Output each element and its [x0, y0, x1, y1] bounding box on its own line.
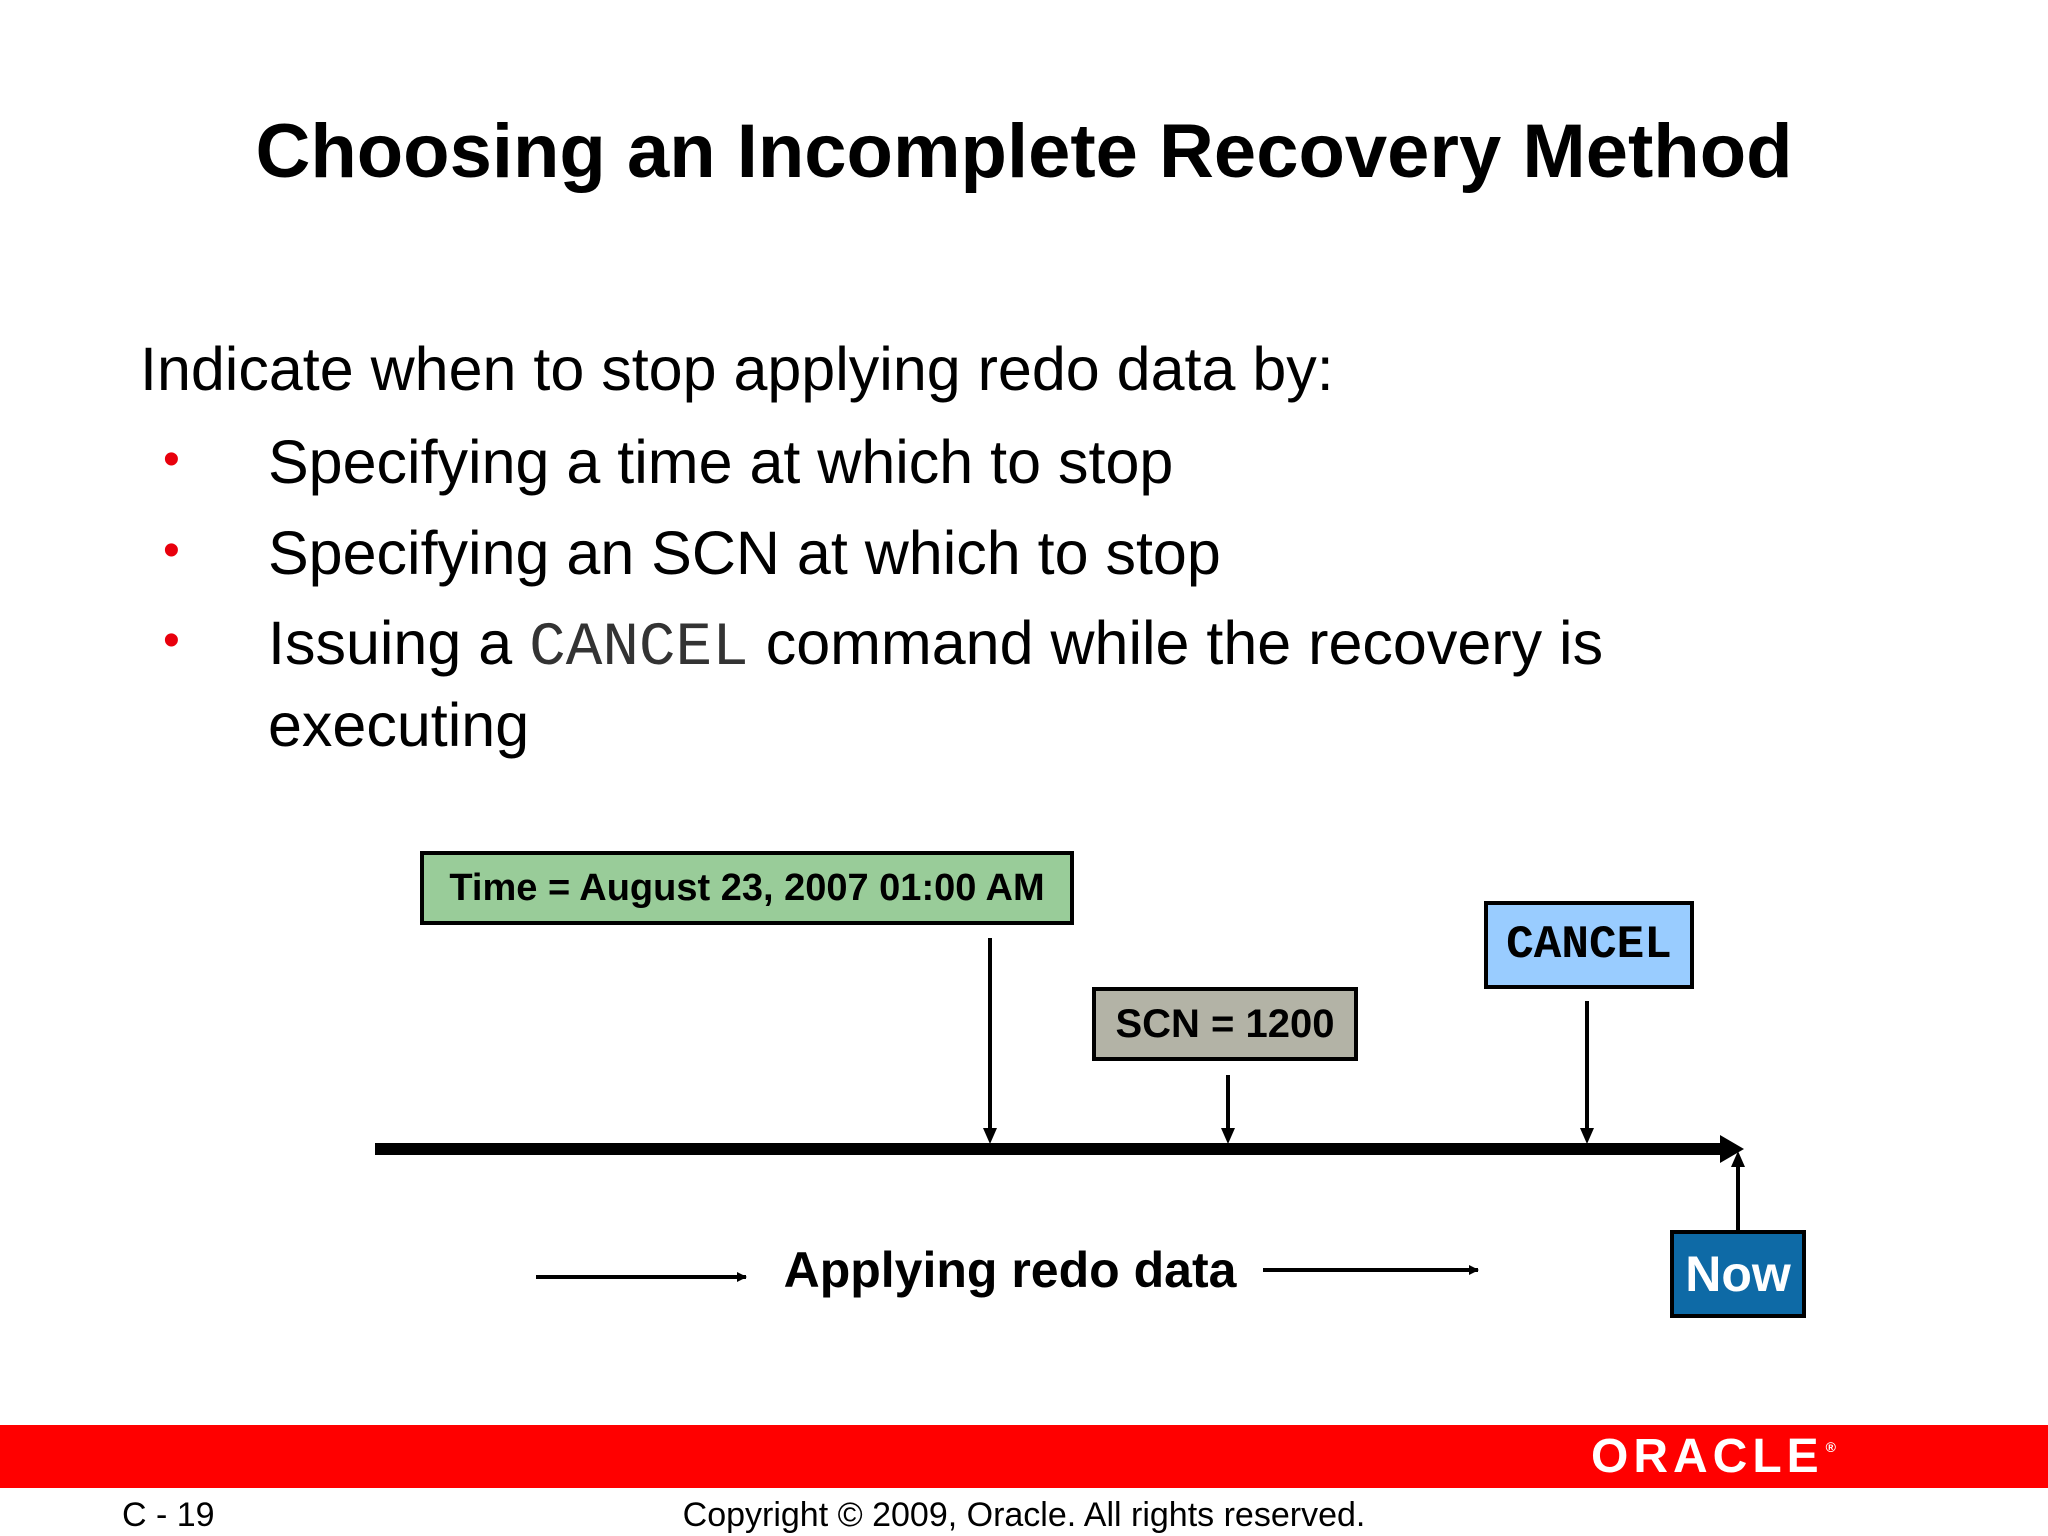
applying-redo-label: Applying redo data — [783, 1242, 1237, 1298]
cancel-label-box: CANCEL — [1484, 901, 1694, 989]
scn-label-box: SCN = 1200 — [1092, 987, 1358, 1061]
oracle-logo-text: ORACLE — [1591, 1430, 1824, 1483]
cancel-code: CANCEL — [529, 614, 749, 683]
bullet-text: Specifying a time at which to stop — [268, 428, 1174, 496]
timeline-arrowhead — [1720, 1135, 1744, 1163]
page-number: C - 19 — [122, 1496, 215, 1534]
bullet-text-before: Issuing a — [268, 609, 530, 677]
bullet-text: Specifying an SCN at which to stop — [268, 519, 1221, 587]
oracle-logo: ORACLE® — [1591, 1427, 1836, 1486]
bullet-dot-icon: • — [163, 433, 180, 486]
bullet-text: Issuing a CANCEL command while the recov… — [268, 605, 1688, 763]
copyright-notice: Copyright © 2009, Oracle. All rights res… — [682, 1496, 1366, 1534]
registered-mark: ® — [1825, 1439, 1836, 1455]
time-label-box: Time = August 23, 2007 01:00 AM — [420, 851, 1074, 925]
bullet-text-after: command while the recovery is executing — [268, 609, 1604, 759]
now-label-box: Now — [1670, 1230, 1806, 1318]
intro-text: Indicate when to stop applying redo data… — [140, 335, 1334, 403]
slide-title: Choosing an Incomplete Recovery Method — [255, 109, 1793, 194]
footer-bar: ORACLE® — [0, 1425, 2048, 1488]
bullet-dot-icon: • — [163, 524, 180, 577]
bullet-dot-icon: • — [163, 614, 180, 667]
